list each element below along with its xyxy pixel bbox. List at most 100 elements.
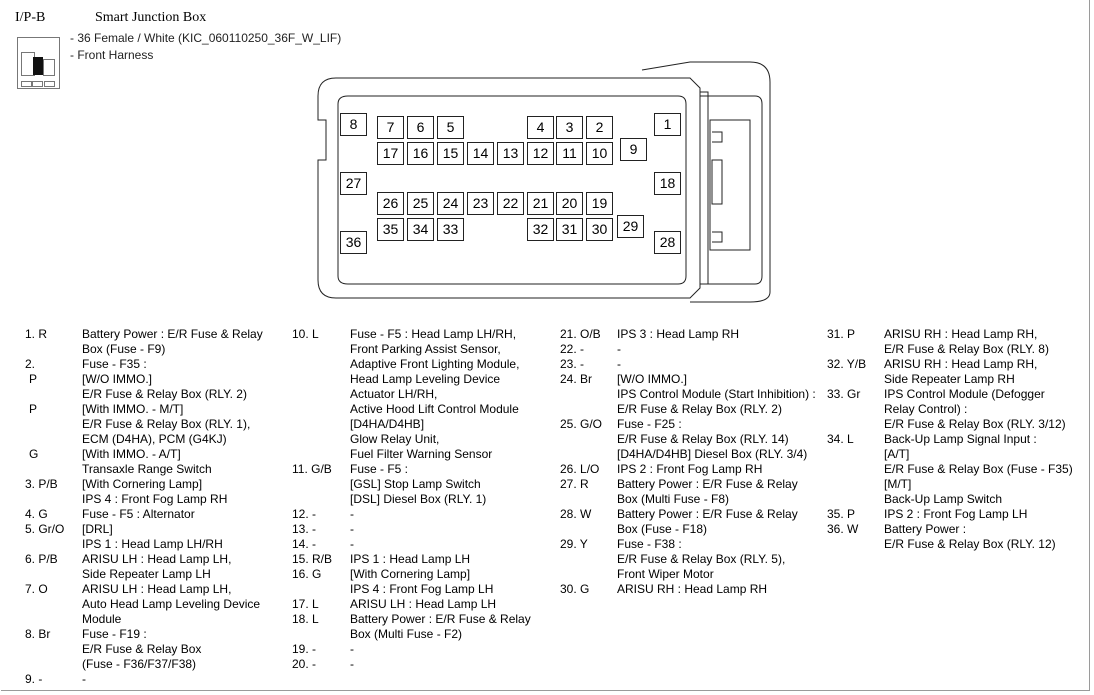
legend-pin-wire: G <box>29 447 39 461</box>
legend-pin-wire: 1. R <box>25 327 48 341</box>
legend-pin-wire: 7. O <box>25 582 48 596</box>
legend-description: - <box>350 642 354 656</box>
legend-description: Fuse - F35 : <box>82 357 147 371</box>
legend-description: IPS 2 : Front Fog Lamp RH <box>617 462 763 476</box>
legend-description: Actuator LH/RH, <box>350 387 438 401</box>
legend-description: [A/T] <box>884 447 910 461</box>
legend-description: Back-Up Lamp Switch <box>884 492 1003 506</box>
legend-pin-wire: 9. - <box>25 672 43 686</box>
legend-description: Battery Power : E/R Fuse & Relay <box>350 612 531 626</box>
legend-description: Battery Power : E/R Fuse & Relay <box>82 327 263 341</box>
legend-description: IPS 4 : Front Fog Lamp RH <box>82 492 228 506</box>
legend-pin-wire: 3. P/B <box>25 477 58 491</box>
legend-description: ARISU LH : Head Lamp LH, <box>82 582 232 596</box>
legend-description: - <box>350 507 354 521</box>
pin-cell: 16 <box>407 142 434 165</box>
pin-cell: 21 <box>527 192 554 215</box>
legend-description: IPS Control Module (Start Inhibition) : <box>617 387 816 401</box>
pin-cell: 9 <box>620 138 647 161</box>
pin-cell: 7 <box>377 116 404 139</box>
legend-pin-wire: 21. O/B <box>560 327 601 341</box>
legend-pin-wire: 15. R/B <box>292 552 333 566</box>
legend-pin-wire: 27. R <box>560 477 589 491</box>
legend-description: [GSL] Stop Lamp Switch <box>350 477 481 491</box>
legend-description: Adaptive Front Lighting Module, <box>350 357 520 371</box>
legend-pin-wire: 34. L <box>827 432 854 446</box>
legend-description: - <box>350 537 354 551</box>
legend-pin-wire: 4. G <box>25 507 48 521</box>
legend-description: Relay Control) : <box>884 402 968 416</box>
legend-pin-wire: 26. L/O <box>560 462 600 476</box>
pin-cell: 26 <box>377 192 404 215</box>
legend-pin-wire: 25. G/O <box>560 417 603 431</box>
pin-cell: 31 <box>556 218 583 241</box>
legend-pin-wire: 24. Br <box>560 372 593 386</box>
legend-pin-wire: 28. W <box>560 507 592 521</box>
legend-description: E/R Fuse & Relay Box (Fuse - F35) <box>884 462 1073 476</box>
pin-cell: 13 <box>497 142 524 165</box>
legend-description: [DSL] Diesel Box (RLY. 1) <box>350 492 487 506</box>
legend-pin-wire: 20. - <box>292 657 317 671</box>
legend-pin-wire: 6. P/B <box>25 552 58 566</box>
legend-pin-wire: 8. Br <box>25 627 51 641</box>
legend-description: - <box>350 657 354 671</box>
pin-cell: 8 <box>340 113 367 136</box>
legend-pin-wire: 17. L <box>292 597 319 611</box>
legend-description: Fuse - F5 : <box>350 462 409 476</box>
pin-cell: 34 <box>407 218 434 241</box>
legend-pin-wire: 33. Gr <box>827 387 861 401</box>
legend-description: E/R Fuse & Relay Box (RLY. 8) <box>884 342 1049 356</box>
legend-pin-wire: 2. <box>25 357 36 371</box>
legend-description: Fuse - F19 : <box>82 627 147 641</box>
legend-description: Battery Power : E/R Fuse & Relay <box>617 507 798 521</box>
pin-cell: 22 <box>497 192 524 215</box>
legend-description: IPS 1 : Head Lamp LH <box>350 552 471 566</box>
legend-description: Fuse - F5 : Head Lamp LH/RH, <box>350 327 517 341</box>
legend-description: (Fuse - F36/F37/F38) <box>82 657 197 671</box>
legend-description: Back-Up Lamp Signal Input : <box>884 432 1037 446</box>
connector-code: I/P-B <box>15 10 46 25</box>
legend-description: IPS Control Module (Defogger <box>884 387 1045 401</box>
legend-description: ECM (D4HA), PCM (G4KJ) <box>82 432 227 446</box>
legend-description: - <box>350 522 354 536</box>
legend-pin-wire: P <box>29 372 38 386</box>
legend-description: Front Wiper Motor <box>617 567 714 581</box>
legend-pin-wire: 23. - <box>560 357 585 371</box>
pin-cell: 15 <box>437 142 464 165</box>
legend-description: [With IMMO. - M/T] <box>82 402 184 416</box>
legend-description: [W/O IMMO.] <box>82 372 152 386</box>
legend-description: E/R Fuse & Relay Box (RLY. 2) <box>82 387 247 401</box>
legend-description: E/R Fuse & Relay Box (RLY. 12) <box>884 537 1056 551</box>
pin-cell: 36 <box>340 231 367 254</box>
legend-pin-wire: 12. - <box>292 507 317 521</box>
pin-cell: 20 <box>556 192 583 215</box>
pin-cell: 1 <box>654 113 681 136</box>
legend-description: ARISU LH : Head Lamp LH, <box>82 552 232 566</box>
legend-pin-wire: 11. G/B <box>292 462 332 476</box>
legend-description: Transaxle Range Switch <box>82 462 212 476</box>
legend-pin-wire: 5. Gr/O <box>25 522 65 536</box>
legend-pin-wire: 29. Y <box>560 537 588 551</box>
legend-description: Fuse - F25 : <box>617 417 682 431</box>
legend-pin-wire: 16. G <box>292 567 322 581</box>
legend-description: IPS 1 : Head Lamp LH/RH <box>82 537 223 551</box>
legend-description: Head Lamp Leveling Device <box>350 372 501 386</box>
legend-description: Box (Fuse - F9) <box>82 342 166 356</box>
legend-description: Battery Power : E/R Fuse & Relay <box>617 477 798 491</box>
legend-description: Fuel Filter Warning Sensor <box>350 447 493 461</box>
legend-description: IPS 3 : Head Lamp RH <box>617 327 740 341</box>
legend-pin-wire: 22. - <box>560 342 585 356</box>
legend-description: [With IMMO. - A/T] <box>82 447 181 461</box>
pin-cell: 6 <box>407 116 434 139</box>
harness-name: - Front Harness <box>70 48 154 62</box>
legend-description: [D4HA/D4HB] Diesel Box (RLY. 3/4) <box>617 447 808 461</box>
legend-description: Box (Multi Fuse - F2) <box>350 627 463 641</box>
legend-description: Side Repeater Lamp LH <box>82 567 211 581</box>
legend-description: Front Parking Assist Sensor, <box>350 342 501 356</box>
pin-cell: 4 <box>527 116 554 139</box>
pin-cell: 12 <box>527 142 554 165</box>
pin-cell: 17 <box>377 142 404 165</box>
legend-pin-wire: 14. - <box>292 537 317 551</box>
pin-cell: 27 <box>340 172 367 195</box>
legend-pin-wire: 18. L <box>292 612 319 626</box>
